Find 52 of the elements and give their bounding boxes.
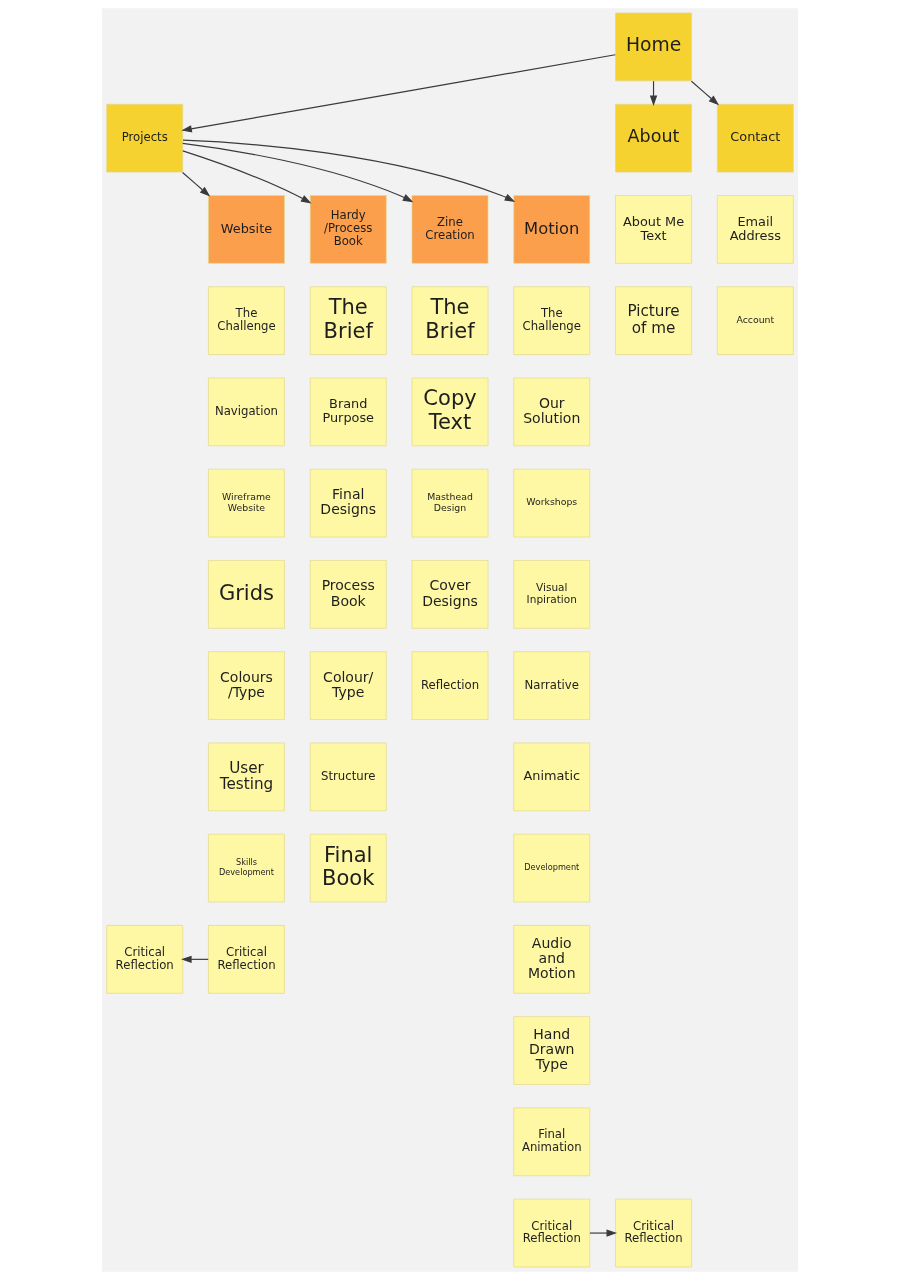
node-box: User Testing xyxy=(208,742,285,812)
node-box: Structure xyxy=(309,742,387,812)
arrow xyxy=(589,1229,618,1237)
arrow xyxy=(182,142,414,203)
arrow xyxy=(182,150,312,204)
node-box: Final Animation xyxy=(513,1107,591,1177)
node-box: Hand Drawn Type xyxy=(513,1016,591,1085)
node-box: About xyxy=(615,103,692,173)
node-box: Our Solution xyxy=(513,377,591,447)
node-box: Colours /Type xyxy=(208,651,285,720)
node-box: Account xyxy=(716,286,794,355)
node-box: Projects xyxy=(106,103,184,173)
arrow xyxy=(182,139,516,202)
node-box: Brand Purpose xyxy=(309,377,387,447)
node-box: Contact xyxy=(716,103,794,173)
node-box: Critical Reflection xyxy=(513,1198,591,1268)
arrow xyxy=(182,171,211,197)
node-box: Narrative xyxy=(513,651,591,720)
node-box: Process Book xyxy=(309,560,387,629)
node-box: Workshops xyxy=(513,468,591,538)
node-box: Copy Text xyxy=(411,377,489,447)
node-box: The Brief xyxy=(309,286,387,355)
node-box: Critical Reflection xyxy=(208,925,285,994)
node-box: Masthead Design xyxy=(411,468,489,538)
node-box: Grids xyxy=(208,560,285,629)
node-box: Critical Reflection xyxy=(106,925,184,994)
arrow xyxy=(690,80,720,106)
node-box: Website xyxy=(208,195,285,264)
node-box: Animatic xyxy=(513,742,591,812)
node-box: Motion xyxy=(513,195,591,264)
node-box: Hardy /Process Book xyxy=(309,195,387,264)
node-box: About Me Text xyxy=(615,195,692,264)
node-box: Reflection xyxy=(411,651,489,720)
node-box: The Challenge xyxy=(513,286,591,355)
node-box: Final Book xyxy=(309,833,387,903)
arrow xyxy=(181,54,616,133)
node-box: Navigation xyxy=(208,377,285,447)
node-box: Cover Designs xyxy=(411,560,489,629)
node-box: Skills Development xyxy=(208,833,285,903)
node-box: Email Address xyxy=(716,195,794,264)
node-box: Zine Creation xyxy=(411,195,489,264)
node-box: The Challenge xyxy=(208,286,285,355)
node-box: Colour/ Type xyxy=(309,651,387,720)
node-box: Critical Reflection xyxy=(615,1198,692,1268)
node-box: Picture of me xyxy=(615,286,692,355)
node-box: Final Designs xyxy=(309,468,387,538)
node-box: Visual Inpiration xyxy=(513,560,591,629)
node-box: Home xyxy=(615,12,692,82)
node-box: Wireframe Website xyxy=(208,468,285,538)
node-box: Development xyxy=(513,833,591,903)
node-box: Audio and Motion xyxy=(513,925,591,994)
node-box: The Brief xyxy=(411,286,489,355)
